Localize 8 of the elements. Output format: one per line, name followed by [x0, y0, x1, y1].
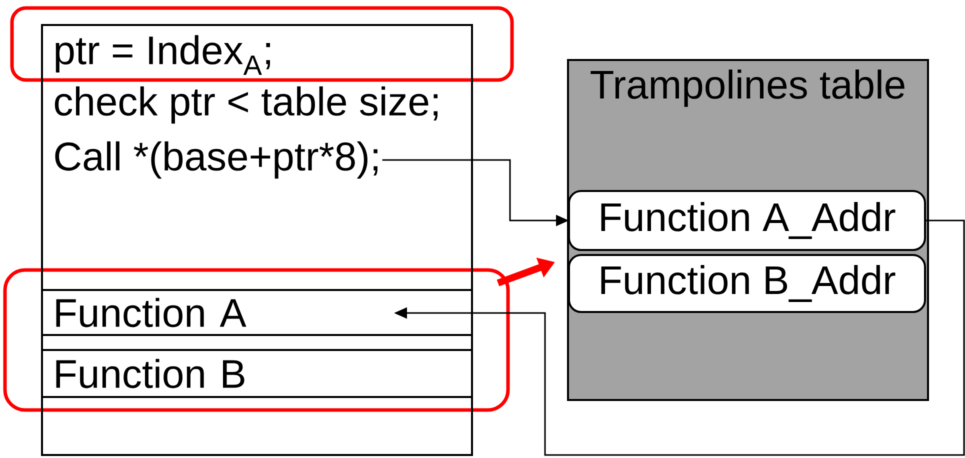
code-line: ptr = Index$_{A}$;: [56, 35, 270, 75]
function-row: Function A: [41, 289, 473, 336]
code-box: [41, 24, 473, 456]
code-line: check ptr < table size;: [54, 86, 438, 124]
table-entry: Function B_Addr: [568, 254, 926, 313]
function-row: Function B: [41, 349, 473, 398]
table-entry: Function A_Addr: [568, 190, 926, 251]
code-line: Call *(base+ptr*8);: [55, 141, 378, 179]
